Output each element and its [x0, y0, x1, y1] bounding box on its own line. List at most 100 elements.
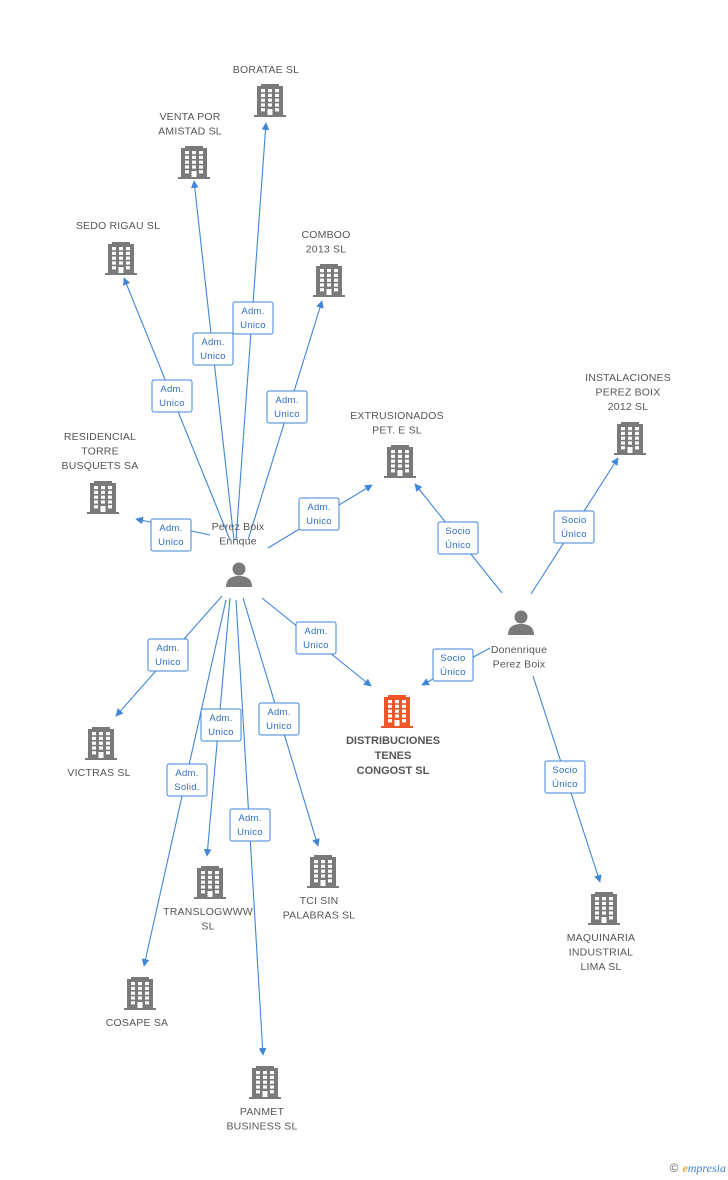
- footer-credit: ©empresia: [670, 1161, 726, 1176]
- building-icon[interactable]: [254, 84, 286, 117]
- node-label: CONGOST SL: [357, 765, 430, 777]
- badge-text: Adm.: [175, 768, 198, 779]
- building-icon[interactable]: [313, 264, 345, 297]
- node-cosape[interactable]: COSAPE SA: [106, 977, 169, 1029]
- edge-badge-sedo[interactable]: Adm.Unico: [151, 379, 193, 413]
- badge-text: Unico: [200, 351, 226, 362]
- edge-badge-translogwww[interactable]: Adm. Unico: [200, 708, 242, 742]
- badge-text: Adm.: [241, 306, 264, 317]
- badge-box: [295, 621, 337, 655]
- node-label: Donenrique: [491, 644, 547, 656]
- badge-text: Adm.: [307, 502, 330, 513]
- badge-box: [151, 379, 193, 413]
- badge-text: Adm.: [267, 707, 290, 718]
- building-icon[interactable]: [178, 146, 210, 179]
- badge-text: Unico: [274, 409, 300, 420]
- node-label: RESIDENCIAL: [64, 431, 136, 443]
- badge-text: Único: [552, 779, 578, 790]
- building-icon[interactable]: [307, 855, 339, 888]
- person-icon[interactable]: [226, 562, 252, 588]
- badge-text: Adm.: [238, 813, 261, 824]
- building-icon[interactable]: [249, 1066, 281, 1099]
- node-victras[interactable]: VICTRAS SL: [67, 727, 130, 779]
- building-icon[interactable]: [105, 242, 137, 275]
- node-label: BORATAE SL: [233, 64, 299, 76]
- badge-box: [432, 648, 474, 682]
- node-label: Perez Boix: [212, 521, 265, 533]
- badge-text: Adm.: [209, 713, 232, 724]
- node-label: VICTRAS SL: [67, 767, 130, 779]
- building-icon[interactable]: [614, 422, 646, 455]
- badge-text: Socio: [445, 526, 470, 537]
- node-comboo[interactable]: COMBOO 2013 SL: [301, 229, 350, 297]
- badge-box: [192, 332, 234, 366]
- copyright-symbol: ©: [669, 1161, 679, 1175]
- edge-badge-cosape[interactable]: Adm. Solid.: [166, 763, 208, 797]
- badge-text: Adm.: [156, 643, 179, 654]
- badge-text: Único: [440, 667, 466, 678]
- badge-box: [229, 808, 271, 842]
- node-label: MAQUINARIA: [567, 932, 636, 944]
- node-label: AMISTAD SL: [158, 126, 222, 138]
- node-boratae[interactable]: BORATAE SL: [233, 64, 299, 117]
- badge-text: Socio: [552, 765, 577, 776]
- edge-badge-venta[interactable]: Adm.Unico: [192, 332, 234, 366]
- node-label: INDUSTRIAL: [569, 947, 633, 959]
- edge-badge-comboo[interactable]: Adm. Unico: [266, 390, 308, 424]
- edge-badge-panmet[interactable]: Adm.Unico: [229, 808, 271, 842]
- building-icon[interactable]: [588, 892, 620, 925]
- node-label: COSAPE SA: [106, 1017, 169, 1029]
- badge-box: [232, 301, 274, 335]
- person-icon[interactable]: [508, 610, 534, 636]
- edge-badge-victras[interactable]: Adm. Unico: [147, 638, 189, 672]
- node-label: 2012 SL: [608, 401, 649, 413]
- badge-text: Socio: [440, 653, 465, 664]
- badge-box: [298, 497, 340, 531]
- building-icon[interactable]: [85, 727, 117, 760]
- badge-text: Socio: [561, 515, 586, 526]
- node-label: 2013 SL: [306, 244, 347, 256]
- badge-text: Adm.: [160, 384, 183, 395]
- badge-text: Solid.: [174, 782, 200, 793]
- node-label: PEREZ BOIX: [595, 387, 660, 399]
- badge-text: Adm.: [304, 626, 327, 637]
- node-label: DISTRIBUCIONES: [346, 735, 440, 747]
- badge-text: Unico: [240, 320, 266, 331]
- edge-badge-boratae[interactable]: Adm. Unico: [232, 301, 274, 335]
- node-label: TORRE: [81, 446, 119, 458]
- building-icon[interactable]: [384, 445, 416, 478]
- edge-badge-distribuciones[interactable]: Adm.Unico: [295, 621, 337, 655]
- edge-badge-extrusionados[interactable]: Adm.Unico: [298, 497, 340, 531]
- node-label: PALABRAS SL: [283, 910, 356, 922]
- empresia-logo[interactable]: empresia: [682, 1161, 726, 1175]
- node-label: COMBOO: [301, 229, 350, 241]
- node-label: Perez Boix: [493, 659, 546, 671]
- badge-text: Unico: [208, 727, 234, 738]
- badge-text: Unico: [155, 657, 181, 668]
- edge-badge-residencial[interactable]: Adm.Unico: [150, 518, 192, 552]
- building-icon[interactable]: [87, 481, 119, 514]
- badge-text: Adm.: [275, 395, 298, 406]
- edge-badge-tci[interactable]: Adm.Unico: [258, 702, 300, 736]
- node-sedo[interactable]: SEDO RIGAU SL: [76, 220, 160, 275]
- building-icon[interactable]: [194, 866, 226, 899]
- building-icon[interactable]: [381, 695, 413, 728]
- badge-text: Único: [561, 529, 587, 540]
- building-icon[interactable]: [124, 977, 156, 1010]
